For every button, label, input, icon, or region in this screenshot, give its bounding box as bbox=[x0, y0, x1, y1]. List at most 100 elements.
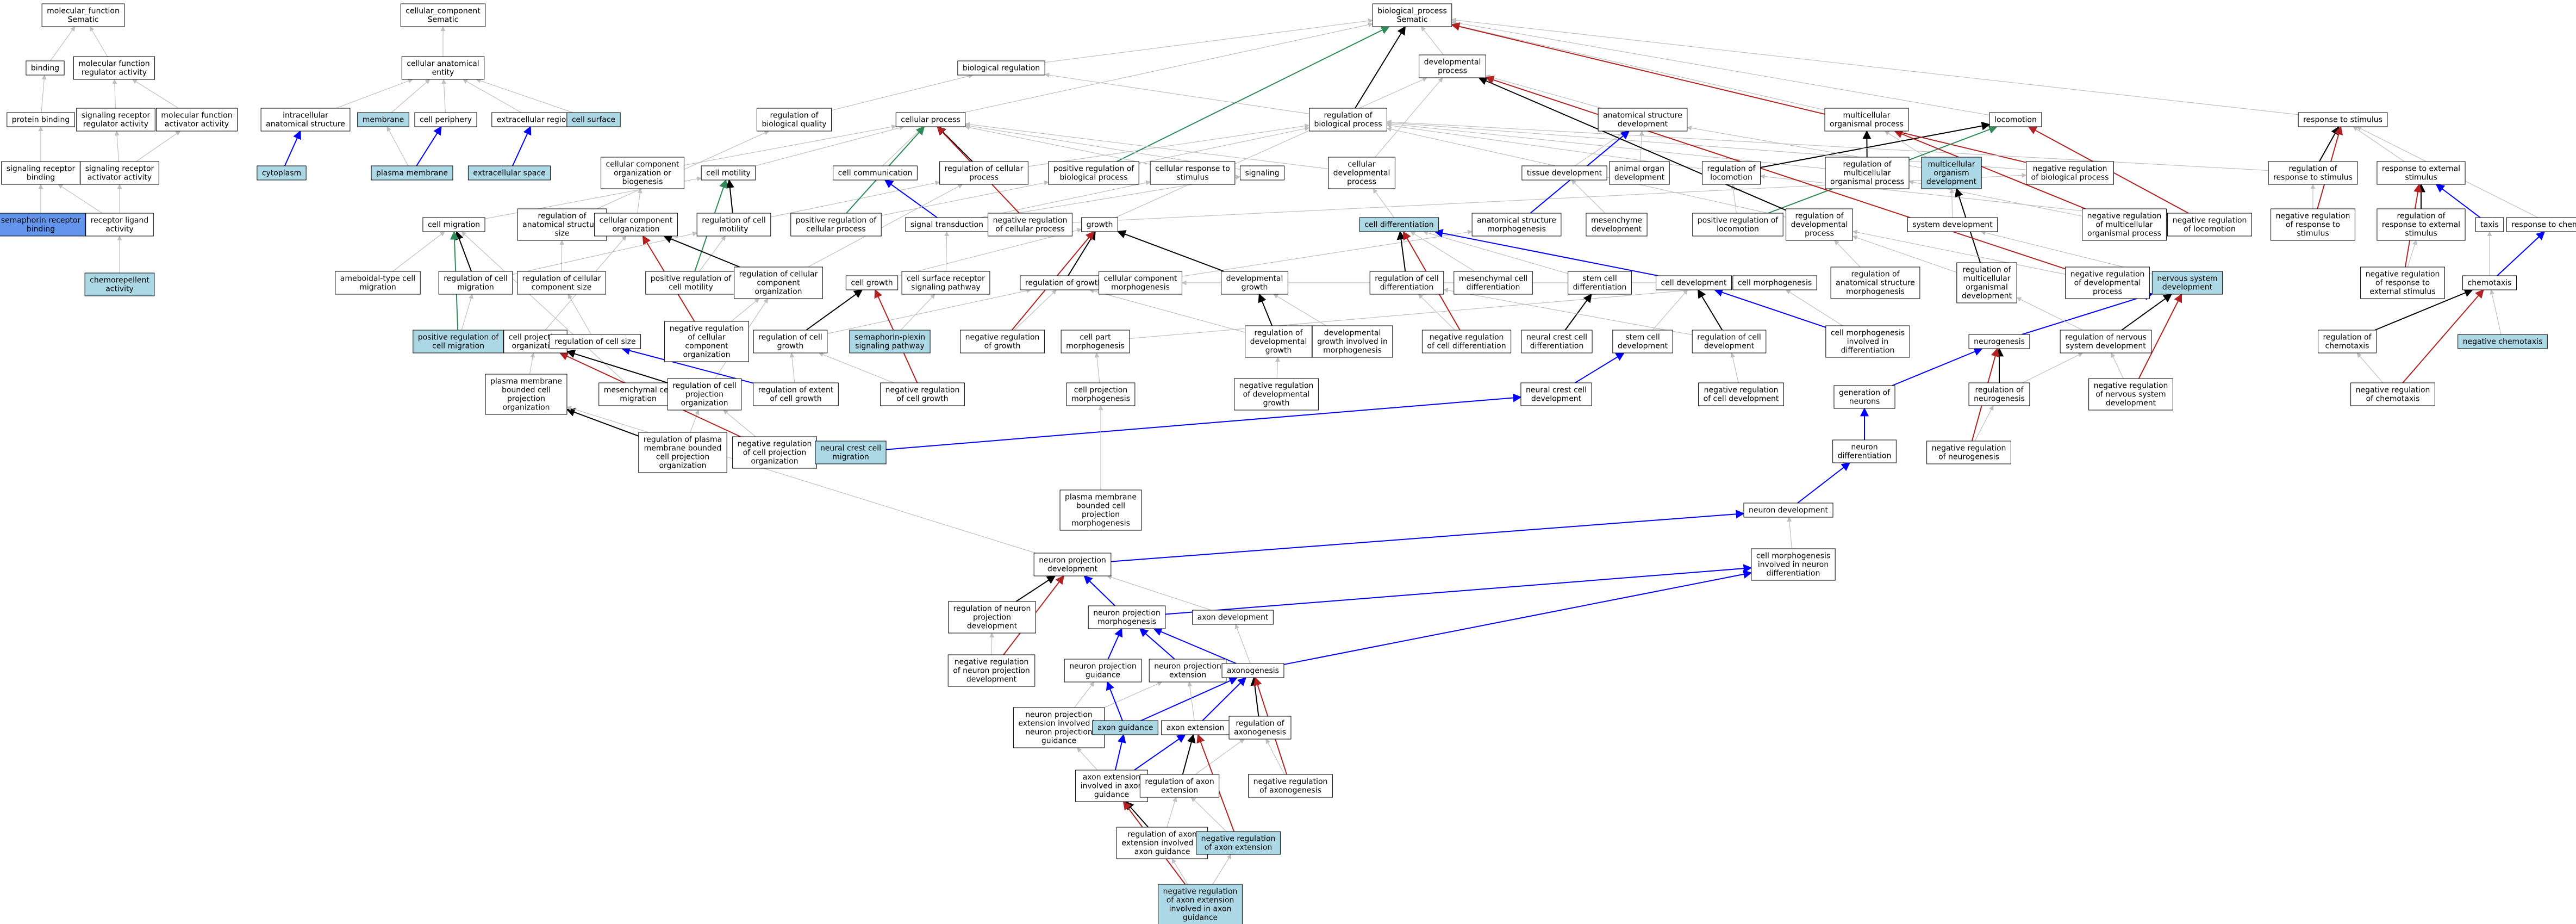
node-binding[interactable]: binding bbox=[26, 60, 65, 76]
node-cell-dev[interactable]: cell development bbox=[1656, 275, 1732, 290]
node-chemotaxis[interactable]: chemotaxis bbox=[2462, 275, 2517, 290]
node-growth[interactable]: growth bbox=[1081, 217, 1118, 232]
node-taxis[interactable]: taxis bbox=[2475, 217, 2504, 232]
node-tissue-dev[interactable]: tissue development bbox=[1521, 165, 1607, 181]
node-cell-migration[interactable]: cell migration bbox=[422, 217, 485, 232]
node-resp-stim[interactable]: response to stimulus bbox=[2298, 112, 2388, 127]
node-axon-extension[interactable]: axon extension bbox=[1161, 720, 1230, 735]
node-axon-guidance[interactable]: axon guidance bbox=[1092, 720, 1158, 735]
node-resp-chemical[interactable]: response to chemical bbox=[2506, 217, 2576, 232]
node-signal-trans[interactable]: signal transduction bbox=[905, 217, 989, 232]
node-signaling[interactable]: signaling bbox=[1239, 165, 1285, 181]
node-axonogenesis[interactable]: axonogenesis bbox=[1221, 663, 1284, 678]
node-protein-binding[interactable]: protein binding bbox=[7, 112, 75, 127]
node-neuron-dev[interactable]: neuron development bbox=[1743, 503, 1833, 518]
node-ext-region[interactable]: extracellular region bbox=[491, 112, 576, 127]
node-bio-reg[interactable]: biological regulation bbox=[957, 60, 1045, 76]
node-reg-growth[interactable]: regulation of growth bbox=[1020, 275, 1108, 290]
node-locomotion[interactable]: locomotion bbox=[1989, 112, 2042, 127]
node-axon-dev[interactable]: axon development bbox=[1192, 610, 1274, 625]
node-plasma-membrane[interactable]: plasma membrane bbox=[371, 165, 453, 181]
node-periphery[interactable]: cell periphery bbox=[414, 112, 477, 127]
node-membrane[interactable]: membrane bbox=[357, 112, 409, 127]
node-cell-growth[interactable]: cell growth bbox=[845, 275, 899, 290]
node-cell-diff[interactable]: cell differentiation bbox=[1359, 217, 1439, 232]
